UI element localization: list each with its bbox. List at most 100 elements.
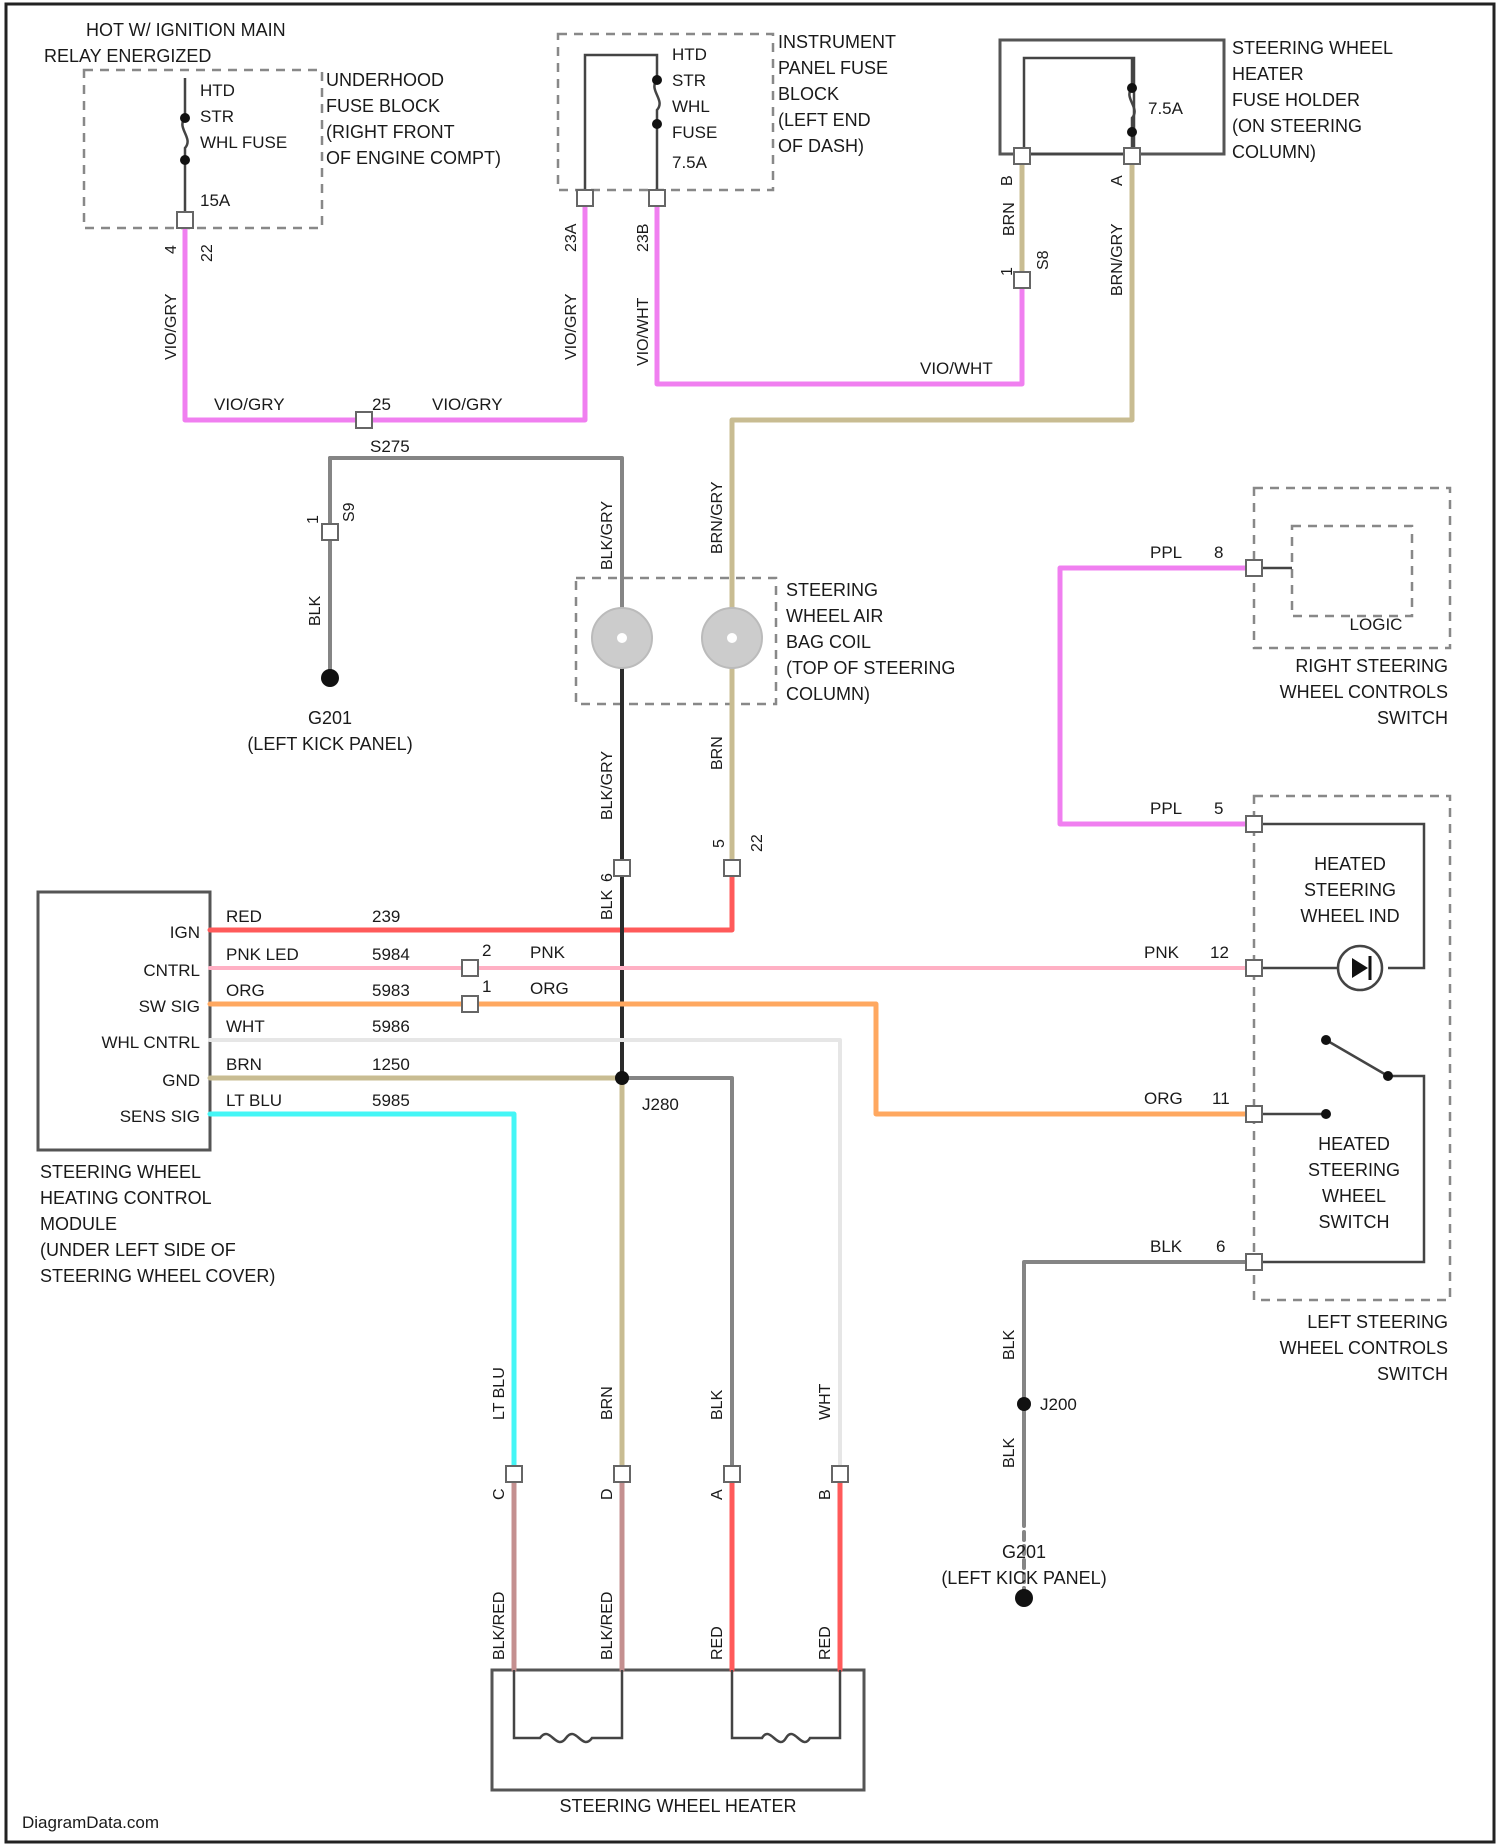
title-left-switch-1: LEFT STEERING (1307, 1312, 1448, 1332)
wl-blk-gry-1: BLK/GRY (599, 501, 616, 570)
module-pin-labels: IGN CNTRL SW SIG WHL CNTRL GND SENS SIG (101, 923, 200, 1126)
title-holder-1: STEERING WHEEL (1232, 38, 1393, 58)
conn-ip-23a (577, 190, 593, 206)
wl-vio-gry-3: VIO/GRY (214, 395, 285, 414)
mw-circuit-0: 239 (372, 907, 400, 926)
wl-org-2: ORG (1144, 1089, 1183, 1108)
pin-a: A (709, 1489, 726, 1500)
wl-org-1: ORG (530, 979, 569, 998)
mw-color-2: ORG (226, 981, 265, 1000)
wl-brn-gry-1: BRN/GRY (1109, 223, 1126, 296)
pin-d: D (599, 1488, 616, 1500)
title-underhood-4: OF ENGINE COMPT) (326, 148, 501, 168)
ip-fuse-5: 7.5A (672, 153, 708, 172)
g201-b-1: G201 (1002, 1542, 1046, 1562)
pin-6: 6 (1216, 1237, 1225, 1256)
footer-credit: DiagramData.com (22, 1813, 159, 1832)
title-holder-2: HEATER (1232, 64, 1304, 84)
holder-fuse-dot-2 (1127, 127, 1137, 137)
conn-holder-b (1014, 148, 1030, 164)
mw-color-1: PNK LED (226, 945, 299, 964)
underhood-fuse-dot (180, 113, 190, 123)
pin-s9: S9 (341, 502, 358, 522)
conn-org-11 (1246, 1106, 1262, 1122)
wl-blk-red-1: BLK/RED (491, 1592, 508, 1660)
heater-element-1 (514, 1670, 622, 1742)
conn-heater-d (614, 1466, 630, 1482)
title-module-3: MODULE (40, 1214, 117, 1234)
pin-12: 12 (1210, 943, 1229, 962)
g201-a-1: G201 (308, 708, 352, 728)
pin-22: 22 (199, 244, 216, 262)
mw-circuit-4: 1250 (372, 1055, 410, 1074)
ip-fuse-1: HTD (672, 45, 707, 64)
pin-4: 4 (163, 245, 180, 254)
mw-circuit-3: 5986 (372, 1017, 410, 1036)
underhood-fuse-1: HTD (200, 81, 235, 100)
wire-vio-gry-underhood (185, 205, 585, 420)
title-holder-4: (ON STEERING (1232, 116, 1362, 136)
module-pin-sens-sig: SENS SIG (120, 1107, 200, 1126)
underhood-fuse-4: 15A (200, 191, 231, 210)
title-switch-1: HEATED (1318, 1134, 1390, 1154)
mw-circuit-1: 5984 (372, 945, 410, 964)
g201-a-2: (LEFT KICK PANEL) (247, 734, 412, 754)
mw-color-0: RED (226, 907, 262, 926)
conn-s8 (1014, 272, 1030, 288)
title-coil-5: COLUMN) (786, 684, 870, 704)
title-hot-ignition-2: RELAY ENERGIZED (44, 46, 211, 66)
wl-blk-6: BLK (1150, 1237, 1183, 1256)
title-left-switch-3: SWITCH (1377, 1364, 1448, 1384)
pin-1-s8: 1 (999, 267, 1016, 276)
ip-fuse-3: WHL (672, 97, 710, 116)
ip-fuse-dot (652, 75, 662, 85)
underhood-fuse-symbol (182, 78, 187, 218)
coil-disc-1-center (617, 633, 627, 643)
pin-b-holder: B (999, 175, 1016, 186)
title-left-switch-2: WHEEL CONTROLS (1280, 1338, 1448, 1358)
mw-circuit-5: 5985 (372, 1091, 410, 1110)
wl-vio-gry-4: VIO/GRY (432, 395, 503, 414)
coil-disc-2-center (727, 633, 737, 643)
holder-fuse: 7.5A (1148, 99, 1184, 118)
conn-underhood (177, 212, 193, 228)
title-switch-4: SWITCH (1319, 1212, 1390, 1232)
title-underhood-3: (RIGHT FRONT (326, 122, 455, 142)
pin-2: 2 (482, 941, 491, 960)
conn-25 (356, 412, 372, 428)
conn-ppl-8 (1246, 560, 1262, 576)
pin-5-coil: 5 (711, 839, 728, 848)
pin-11: 11 (1212, 1089, 1230, 1108)
title-right-switch-1: RIGHT STEERING (1295, 656, 1448, 676)
conn-heater-b (832, 1466, 848, 1482)
conn-ip-23b (649, 190, 665, 206)
conn-pnk-2 (462, 960, 478, 976)
pin-1-s9: 1 (305, 515, 322, 524)
title-ip-1: INSTRUMENT (778, 32, 896, 52)
instrument-panel-fuse-block (558, 34, 773, 190)
pin-b: B (817, 1489, 834, 1500)
title-underhood-1: UNDERHOOD (326, 70, 444, 90)
mw-color-4: BRN (226, 1055, 262, 1074)
wl-red-1: RED (709, 1626, 726, 1660)
wire-ppl (1060, 568, 1250, 824)
module-pin-ign: IGN (170, 923, 200, 942)
conn-coil-bottom-2 (724, 860, 740, 876)
conn-coil-bottom-1 (614, 860, 630, 876)
wire-blk-left-switch (1024, 1262, 1250, 1518)
wl-pnk-2: PNK (1144, 943, 1180, 962)
sw-heater-fuse-holder-inner (1024, 58, 1134, 154)
underhood-fuse-dot-2 (180, 155, 190, 165)
wl-blk-1: BLK (307, 595, 324, 626)
wl-ppl-2: PPL (1150, 799, 1182, 818)
wl-blk-gry-2: BLK/GRY (599, 751, 616, 820)
module-pin-cntrl: CNTRL (143, 961, 200, 980)
pin-1-org: 1 (482, 977, 491, 996)
mw-color-5: LT BLU (226, 1091, 282, 1110)
wl-blk-2: BLK (599, 889, 616, 920)
title-module-4: (UNDER LEFT SIDE OF (40, 1240, 236, 1260)
title-module-2: HEATING CONTROL (40, 1188, 212, 1208)
conn-pnk-12 (1246, 960, 1262, 976)
pin-6-coil: 6 (599, 873, 616, 882)
